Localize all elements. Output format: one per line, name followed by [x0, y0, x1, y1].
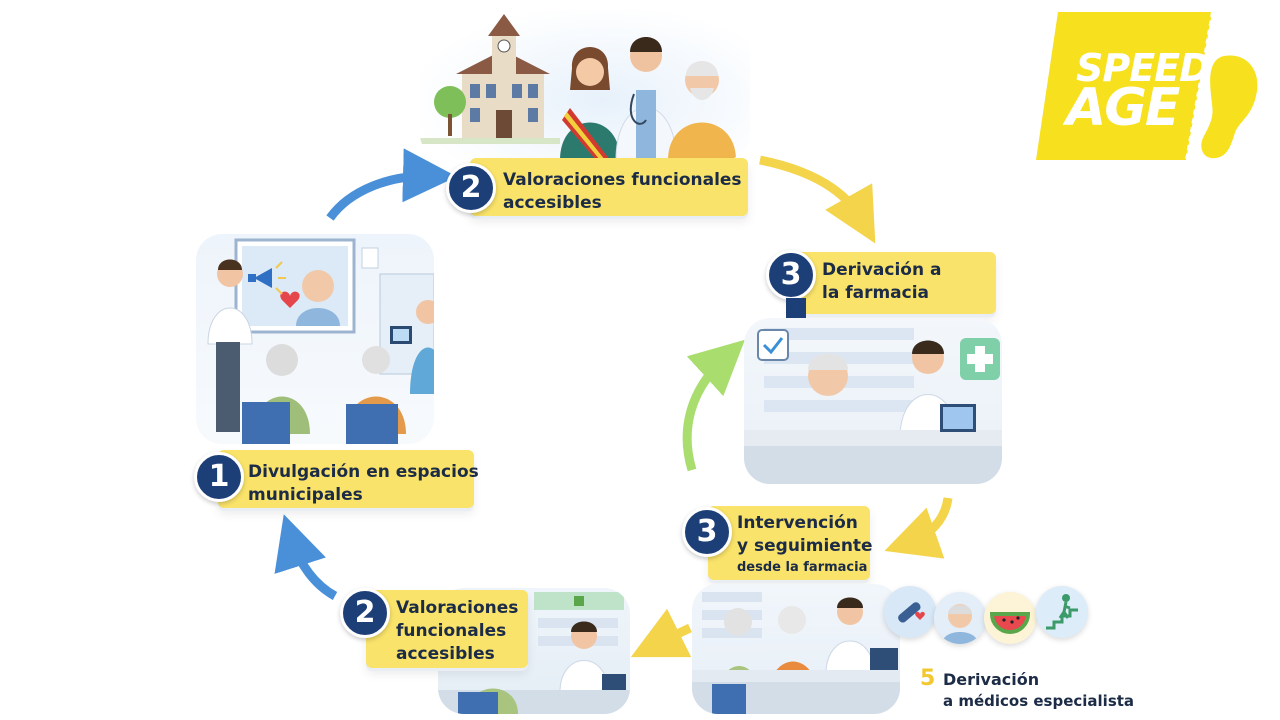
step-text-bottom-right-line2: y seguimiente [737, 536, 873, 556]
step-text-top-line1: Valoraciones funcionales [503, 170, 742, 190]
scene-town-hall [420, 10, 750, 160]
scene-pharmacy-consult [744, 318, 1002, 484]
arrow-bottom-to-left [274, 514, 338, 600]
scene-presentation [196, 234, 434, 444]
arrow-right-to-bottom [884, 497, 953, 559]
step-text-right-line1: Derivación a [822, 260, 942, 280]
step-label-bottom-right [708, 506, 870, 580]
step-text-referral-line1: Derivación [943, 670, 1040, 689]
scene-pharmacy-intervention [692, 584, 900, 714]
step-text-referral-line2: a médicos especialista [943, 692, 1135, 710]
step-label-left [218, 450, 474, 508]
step-text-bottom-left-line2: funcionales [396, 621, 507, 641]
step-badge-right: 3 [766, 250, 816, 300]
step-text-bottom-left-line1: Valoraciones [396, 598, 519, 618]
step-badge-bottom-left: 2 [340, 588, 390, 638]
small-dark-square [786, 298, 806, 320]
step-text-top-line2: accesibles [503, 193, 602, 213]
step-text-bottom-right-line3: desde la farmacia [737, 560, 868, 575]
medication-icon [884, 586, 936, 638]
step-badge-top: 2 [446, 163, 496, 213]
step-label-top [470, 158, 748, 216]
arrow-bottom-right-to-left [630, 608, 692, 658]
step-badge-bottom-right: 3 [682, 507, 732, 557]
logo-text-line2: AGE [1066, 78, 1180, 138]
step-label-bottom-left [366, 590, 528, 668]
footprint-icon [1201, 55, 1258, 159]
speed-age-logo: SPEED AGE [1036, 11, 1214, 161]
elderly-person-icon [934, 592, 986, 644]
arrow-top-to-right [759, 155, 876, 244]
step-badge-referral: 5 [920, 666, 936, 691]
stairs-exercise-icon [1036, 586, 1088, 638]
step-badge-left: 1 [194, 452, 244, 502]
arrow-green-up [682, 339, 745, 472]
step-text-left-line2: municipales [248, 485, 363, 505]
arrow-left-to-top [326, 148, 457, 221]
step-text-left-line1: Divulgación en espacios [248, 462, 479, 482]
logo-text-line1: SPEED [1076, 46, 1211, 90]
step-text-bottom-right-line1: Intervención [737, 513, 858, 533]
step-text-bottom-left-line3: accesibles [396, 644, 495, 664]
watermelon-icon [984, 592, 1036, 644]
step-label-right [790, 252, 996, 314]
step-text-right-line2: la farmacia [822, 283, 930, 303]
